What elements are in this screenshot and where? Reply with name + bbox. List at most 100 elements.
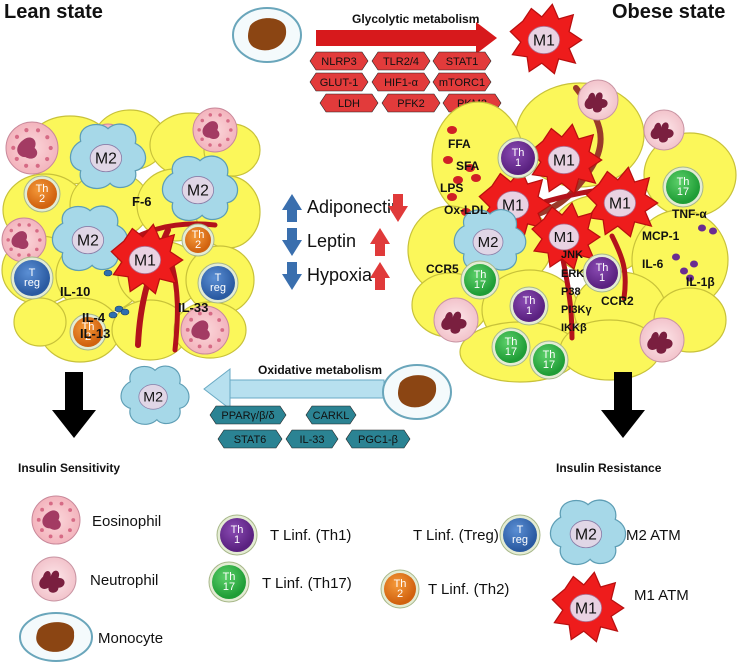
svg-text:reg: reg xyxy=(24,277,40,289)
marker-label: HIF1-α xyxy=(384,77,419,89)
m2-label: M2 xyxy=(575,526,597,543)
marker-label: PPARγ/β/δ xyxy=(221,410,274,422)
monocyte-top-icon xyxy=(232,7,302,63)
m1-label: M1 xyxy=(575,600,597,617)
th17-cell: Th17 xyxy=(529,340,569,380)
th2-cell: Th2 xyxy=(69,313,107,351)
lipid-lps: LPS xyxy=(440,181,463,195)
svg-text:Th: Th xyxy=(543,349,556,361)
svg-text:Th: Th xyxy=(474,269,487,281)
lipid-dot xyxy=(447,193,457,201)
obese-state-title: Obese state xyxy=(612,1,725,23)
lipid-dot xyxy=(453,176,463,184)
neutrophil-icon xyxy=(31,556,77,602)
legend-th17-icon: Th17 xyxy=(208,561,250,603)
neutrophil-icon xyxy=(639,317,685,363)
cytokine-mcp1: MCP-1 xyxy=(642,229,680,243)
th2-cell: Th2 xyxy=(23,175,61,213)
glycolytic-marker: LDH xyxy=(319,93,379,113)
th2-cell: Th2 xyxy=(181,223,215,257)
oxidative-marker: CARKL xyxy=(305,405,357,425)
legend-m1atm: M1 ATM xyxy=(634,587,689,604)
svg-text:Th: Th xyxy=(523,295,536,307)
adipocyte xyxy=(13,297,67,347)
svg-text:T: T xyxy=(215,272,222,284)
legend-th1-icon: Th1 xyxy=(216,514,258,556)
m2-macrophage: M2 xyxy=(161,155,239,221)
hormone-row: Hypoxia xyxy=(282,262,390,290)
svg-text:1: 1 xyxy=(526,305,532,317)
oxidative-marker: STAT6 xyxy=(217,429,283,449)
legend-monocyte: Monocyte xyxy=(98,630,163,647)
kinase-label: P38 xyxy=(561,286,581,298)
th17-cell: Th17 xyxy=(662,166,704,208)
hormone-label: Adiponectin xyxy=(307,197,401,217)
marker-label: PFK2 xyxy=(397,98,425,110)
svg-text:2: 2 xyxy=(195,239,201,251)
cytokine-dot xyxy=(672,253,680,261)
marker-label: STAT6 xyxy=(234,434,267,446)
svg-text:Th: Th xyxy=(82,321,95,333)
svg-text:reg: reg xyxy=(512,534,528,546)
glycolytic-marker: NLRP3 xyxy=(309,51,369,71)
m2-macrophage: M2 xyxy=(69,123,147,189)
cytokine-il33: IL-33 xyxy=(178,300,208,315)
neutrophil-icon xyxy=(643,109,685,151)
m2-label: M2 xyxy=(478,234,499,251)
legend-treg-icon: Treg xyxy=(499,514,541,556)
kinase-label: ERK xyxy=(561,268,584,280)
svg-text:Th: Th xyxy=(223,571,236,583)
m1-macrophage-top-icon: M1 xyxy=(509,3,583,75)
legend-treg: T Linf. (Treg) xyxy=(413,527,499,544)
cytokine-il13: IL-13 xyxy=(80,326,110,341)
cytokine-dot xyxy=(686,274,694,282)
hormone-row: Leptin xyxy=(282,228,390,256)
eosinophil-icon xyxy=(192,107,238,153)
lipid-ffa: FFA xyxy=(448,137,471,151)
oxidative-marker: PGC1-β xyxy=(345,429,411,449)
kinase-label: PI3Kγ xyxy=(561,304,592,316)
neutrophil-icon xyxy=(577,79,619,121)
m1-label: M1 xyxy=(502,197,524,214)
svg-text:2: 2 xyxy=(85,331,91,343)
hormone-row: Adiponectin xyxy=(282,194,408,222)
eosinophil-icon xyxy=(5,121,59,175)
blue-down-arrow xyxy=(287,262,297,275)
m2-macrophage: M2 xyxy=(453,209,527,272)
treg-cell: Treg xyxy=(197,262,239,304)
lipid-dot xyxy=(443,156,453,164)
svg-text:17: 17 xyxy=(223,581,235,593)
legend-m2atm: M2 ATM xyxy=(626,527,681,544)
glycolytic-arrow xyxy=(316,22,497,54)
th17-cell: Th17 xyxy=(491,327,531,367)
blue-down-arrow xyxy=(287,228,297,241)
treg-cell: Treg xyxy=(10,256,54,300)
cytokine-dot xyxy=(698,224,706,232)
svg-text:17: 17 xyxy=(474,279,486,291)
svg-text:17: 17 xyxy=(505,346,517,358)
legend-th17: T Linf. (Th17) xyxy=(262,575,352,592)
svg-text:Th: Th xyxy=(505,336,518,348)
legend-eosinophil: Eosinophil xyxy=(92,513,161,530)
th1-cell: Th1 xyxy=(582,253,622,293)
legend-neutrophil: Neutrophil xyxy=(90,572,158,589)
m1-macrophage: M1 xyxy=(529,123,603,195)
legend-th1: T Linf. (Th1) xyxy=(270,527,351,544)
oxidative-label: Oxidative metabolism xyxy=(258,363,382,377)
svg-text:T: T xyxy=(517,524,524,536)
cytokine-il6-partial: F-6 xyxy=(132,194,152,209)
receptor-ccr5: CCR5 xyxy=(426,262,459,276)
glycolytic-marker: GLUT-1 xyxy=(309,72,369,92)
th1-cell: Th1 xyxy=(509,286,549,326)
m2-label: M2 xyxy=(77,232,99,249)
marker-label: GLUT-1 xyxy=(320,77,359,89)
blood-vessel xyxy=(167,255,180,353)
kinase-label: IKKβ xyxy=(561,322,587,334)
m1-label: M1 xyxy=(134,252,156,269)
svg-text:reg: reg xyxy=(210,282,226,294)
marker-label: mTORC1 xyxy=(439,77,485,89)
